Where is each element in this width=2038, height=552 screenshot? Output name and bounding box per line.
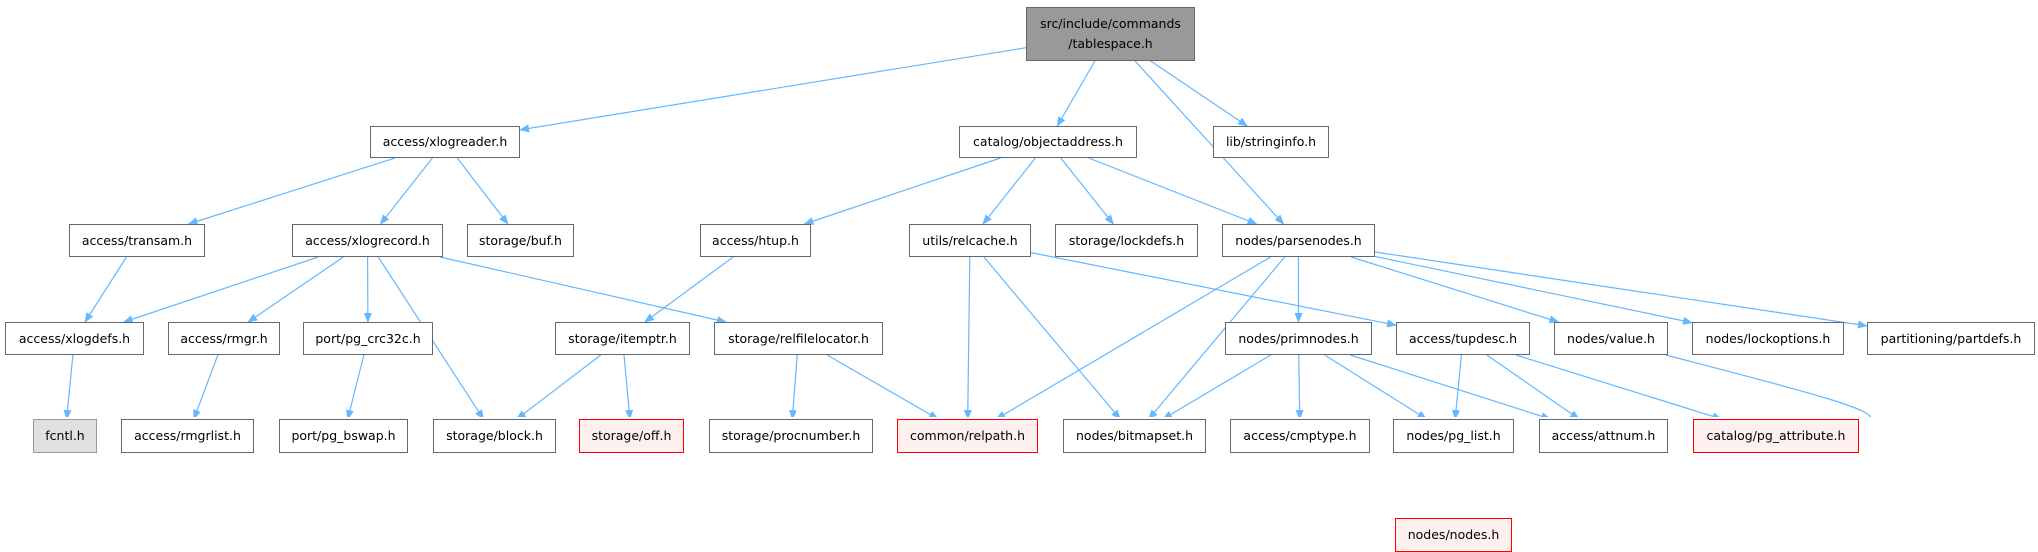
node-fcntl: fcntl.h [33,419,97,453]
edge-primnodes-to-cmptype [1299,355,1300,417]
node-bitmapset[interactable]: nodes/bitmapset.h [1063,419,1206,453]
edge-htup-to-itemptr [645,257,733,322]
edge-xlogreader-to-transam [189,158,395,224]
node-cmptype[interactable]: access/cmptype.h [1230,419,1370,453]
node-lockdefs[interactable]: storage/lockdefs.h [1055,224,1198,257]
edge-transam-to-xlogdefs [85,257,126,322]
node-pg-list[interactable]: nodes/pg_list.h [1393,419,1514,453]
node-root[interactable]: src/include/commands /tablespace.h [1026,7,1195,61]
edge-parsenodes-to-value [1351,257,1558,322]
node-pg-attribute[interactable]: catalog/pg_attribute.h [1693,419,1859,453]
edge-tupdesc-to-pg_attribute [1516,355,1721,417]
edge-itemptr-to-block [517,355,601,417]
node-relpath[interactable]: common/relpath.h [897,419,1038,453]
edge-objectaddress-to-lockdefs [1061,158,1114,224]
edge-pg_crc32c-to-pg_bswap [348,355,364,417]
node-primnodes[interactable]: nodes/primnodes.h [1225,322,1372,355]
node-rmgr[interactable]: access/rmgr.h [168,322,280,355]
edge-xlogdefs-to-fcntl [67,355,73,417]
node-tupdesc[interactable]: access/tupdesc.h [1396,322,1530,355]
edge-relcache-to-relpath [968,257,970,417]
edge-xlogreader-to-xlogrecord [380,158,432,224]
edge-value-to-nodes [1513,355,1871,417]
node-pg-crc32c[interactable]: port/pg_crc32c.h [303,322,433,355]
node-relcache[interactable]: utils/relcache.h [909,224,1031,257]
edge-relfilelocator-to-procnumber [792,355,797,417]
edge-itemptr-to-off [624,355,630,417]
node-transam[interactable]: access/transam.h [69,224,205,257]
edge-parsenodes-to-lockoptions [1375,256,1692,322]
node-nodes[interactable]: nodes/nodes.h [1395,518,1512,552]
node-procnumber[interactable]: storage/procnumber.h [709,419,873,453]
edge-xlogrecord-to-relfilelocator [440,257,726,322]
node-block[interactable]: storage/block.h [433,419,556,453]
edge-tupdesc-to-attnum [1487,355,1579,417]
node-attnum[interactable]: access/attnum.h [1539,419,1668,453]
edge-objectaddress-to-relcache [983,158,1035,224]
edge-xlogrecord-to-rmgr [248,257,343,322]
edge-relfilelocator-to-relpath [827,355,938,417]
node-objectaddress[interactable]: catalog/objectaddress.h [959,126,1137,158]
node-buf[interactable]: storage/buf.h [467,224,574,257]
node-xlogreader[interactable]: access/xlogreader.h [370,126,520,158]
edge-primnodes-to-attnum [1350,355,1550,417]
node-relfilelocator[interactable]: storage/relfilelocator.h [714,322,883,355]
node-xlogdefs[interactable]: access/xlogdefs.h [5,322,144,355]
edge-objectaddress-to-htup [804,158,1000,224]
edge-tupdesc-to-pg_list [1455,355,1461,417]
node-value[interactable]: nodes/value.h [1554,322,1668,355]
edge-rmgr-to-rmgrlist [194,355,218,417]
edge-parsenodes-to-partdefs [1375,252,1867,326]
node-rmgrlist[interactable]: access/rmgrlist.h [121,419,254,453]
node-stringinfo[interactable]: lib/stringinfo.h [1213,126,1329,158]
node-pg-bswap[interactable]: port/pg_bswap.h [279,419,408,453]
node-itemptr[interactable]: storage/itemptr.h [555,322,690,355]
node-partdefs[interactable]: partitioning/partdefs.h [1867,322,2035,355]
node-parsenodes[interactable]: nodes/parsenodes.h [1222,224,1375,257]
edge-xlogreader-to-buf [457,158,508,224]
edge-primnodes-to-bitmapset [1163,355,1271,417]
edge-root-to-objectaddress [1057,61,1095,126]
edge-relcache-to-bitmapset [984,257,1120,417]
edge-root-to-xlogreader [520,48,1026,130]
node-xlogrecord[interactable]: access/xlogrecord.h [292,224,443,257]
edge-primnodes-to-pg_list [1325,355,1427,417]
edge-objectaddress-to-parsenodes [1089,158,1257,224]
node-off[interactable]: storage/off.h [579,419,684,453]
edge-relcache-to-tupdesc [1031,253,1396,326]
node-htup[interactable]: access/htup.h [700,224,811,257]
node-lockoptions[interactable]: nodes/lockoptions.h [1692,322,1844,355]
edge-xlogrecord-to-xlogdefs [124,257,318,322]
